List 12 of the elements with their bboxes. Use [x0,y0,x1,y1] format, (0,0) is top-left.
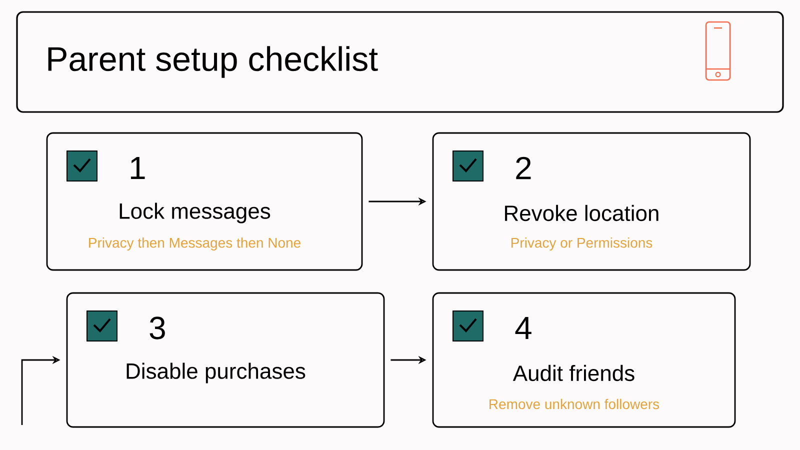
step-hint: Privacy or Permissions [511,237,652,251]
step-number: 2 [516,156,531,180]
step-title: Lock messages [120,202,270,224]
step-number: 1 [130,157,145,179]
title: Parent setup checklist [48,46,378,78]
step-title: Audit friends [512,364,634,382]
step-number: 3 [150,316,165,340]
step-hint: Remove unknown followers [490,398,660,410]
step-title: Disable purchases [126,362,306,384]
step-title: Revoke location [505,204,658,222]
step-number: 4 [515,317,532,340]
step-hint: Privacy then Messages then None [89,237,300,251]
